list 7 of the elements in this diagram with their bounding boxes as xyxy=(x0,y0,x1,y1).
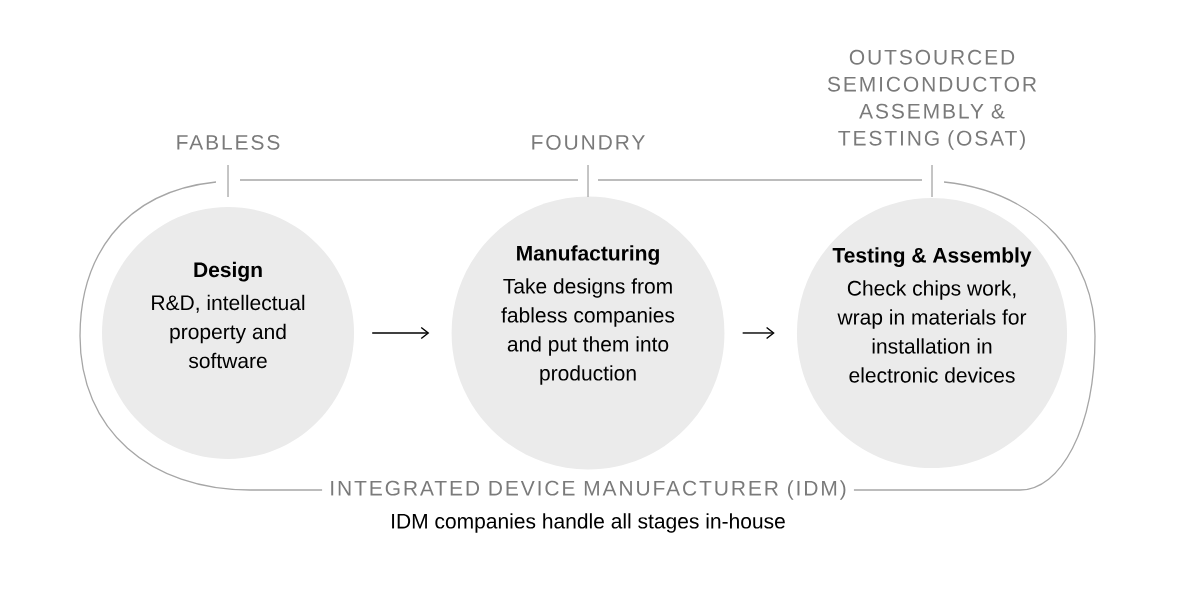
category-label: INTEGRATED DEVICE MANUFACTURER (IDM) xyxy=(331,480,846,500)
arrow xyxy=(371,326,430,340)
category-label: FABLESS xyxy=(177,134,280,150)
arrow xyxy=(741,326,775,340)
category-label: FOUNDRY xyxy=(532,134,645,150)
note-text: IDM companies handle all stages in-house xyxy=(392,513,785,533)
category-label: OUTSOURCED SEMICONDUCTOR ASSEMBLY & TESTING (OSAT) xyxy=(827,49,1037,150)
